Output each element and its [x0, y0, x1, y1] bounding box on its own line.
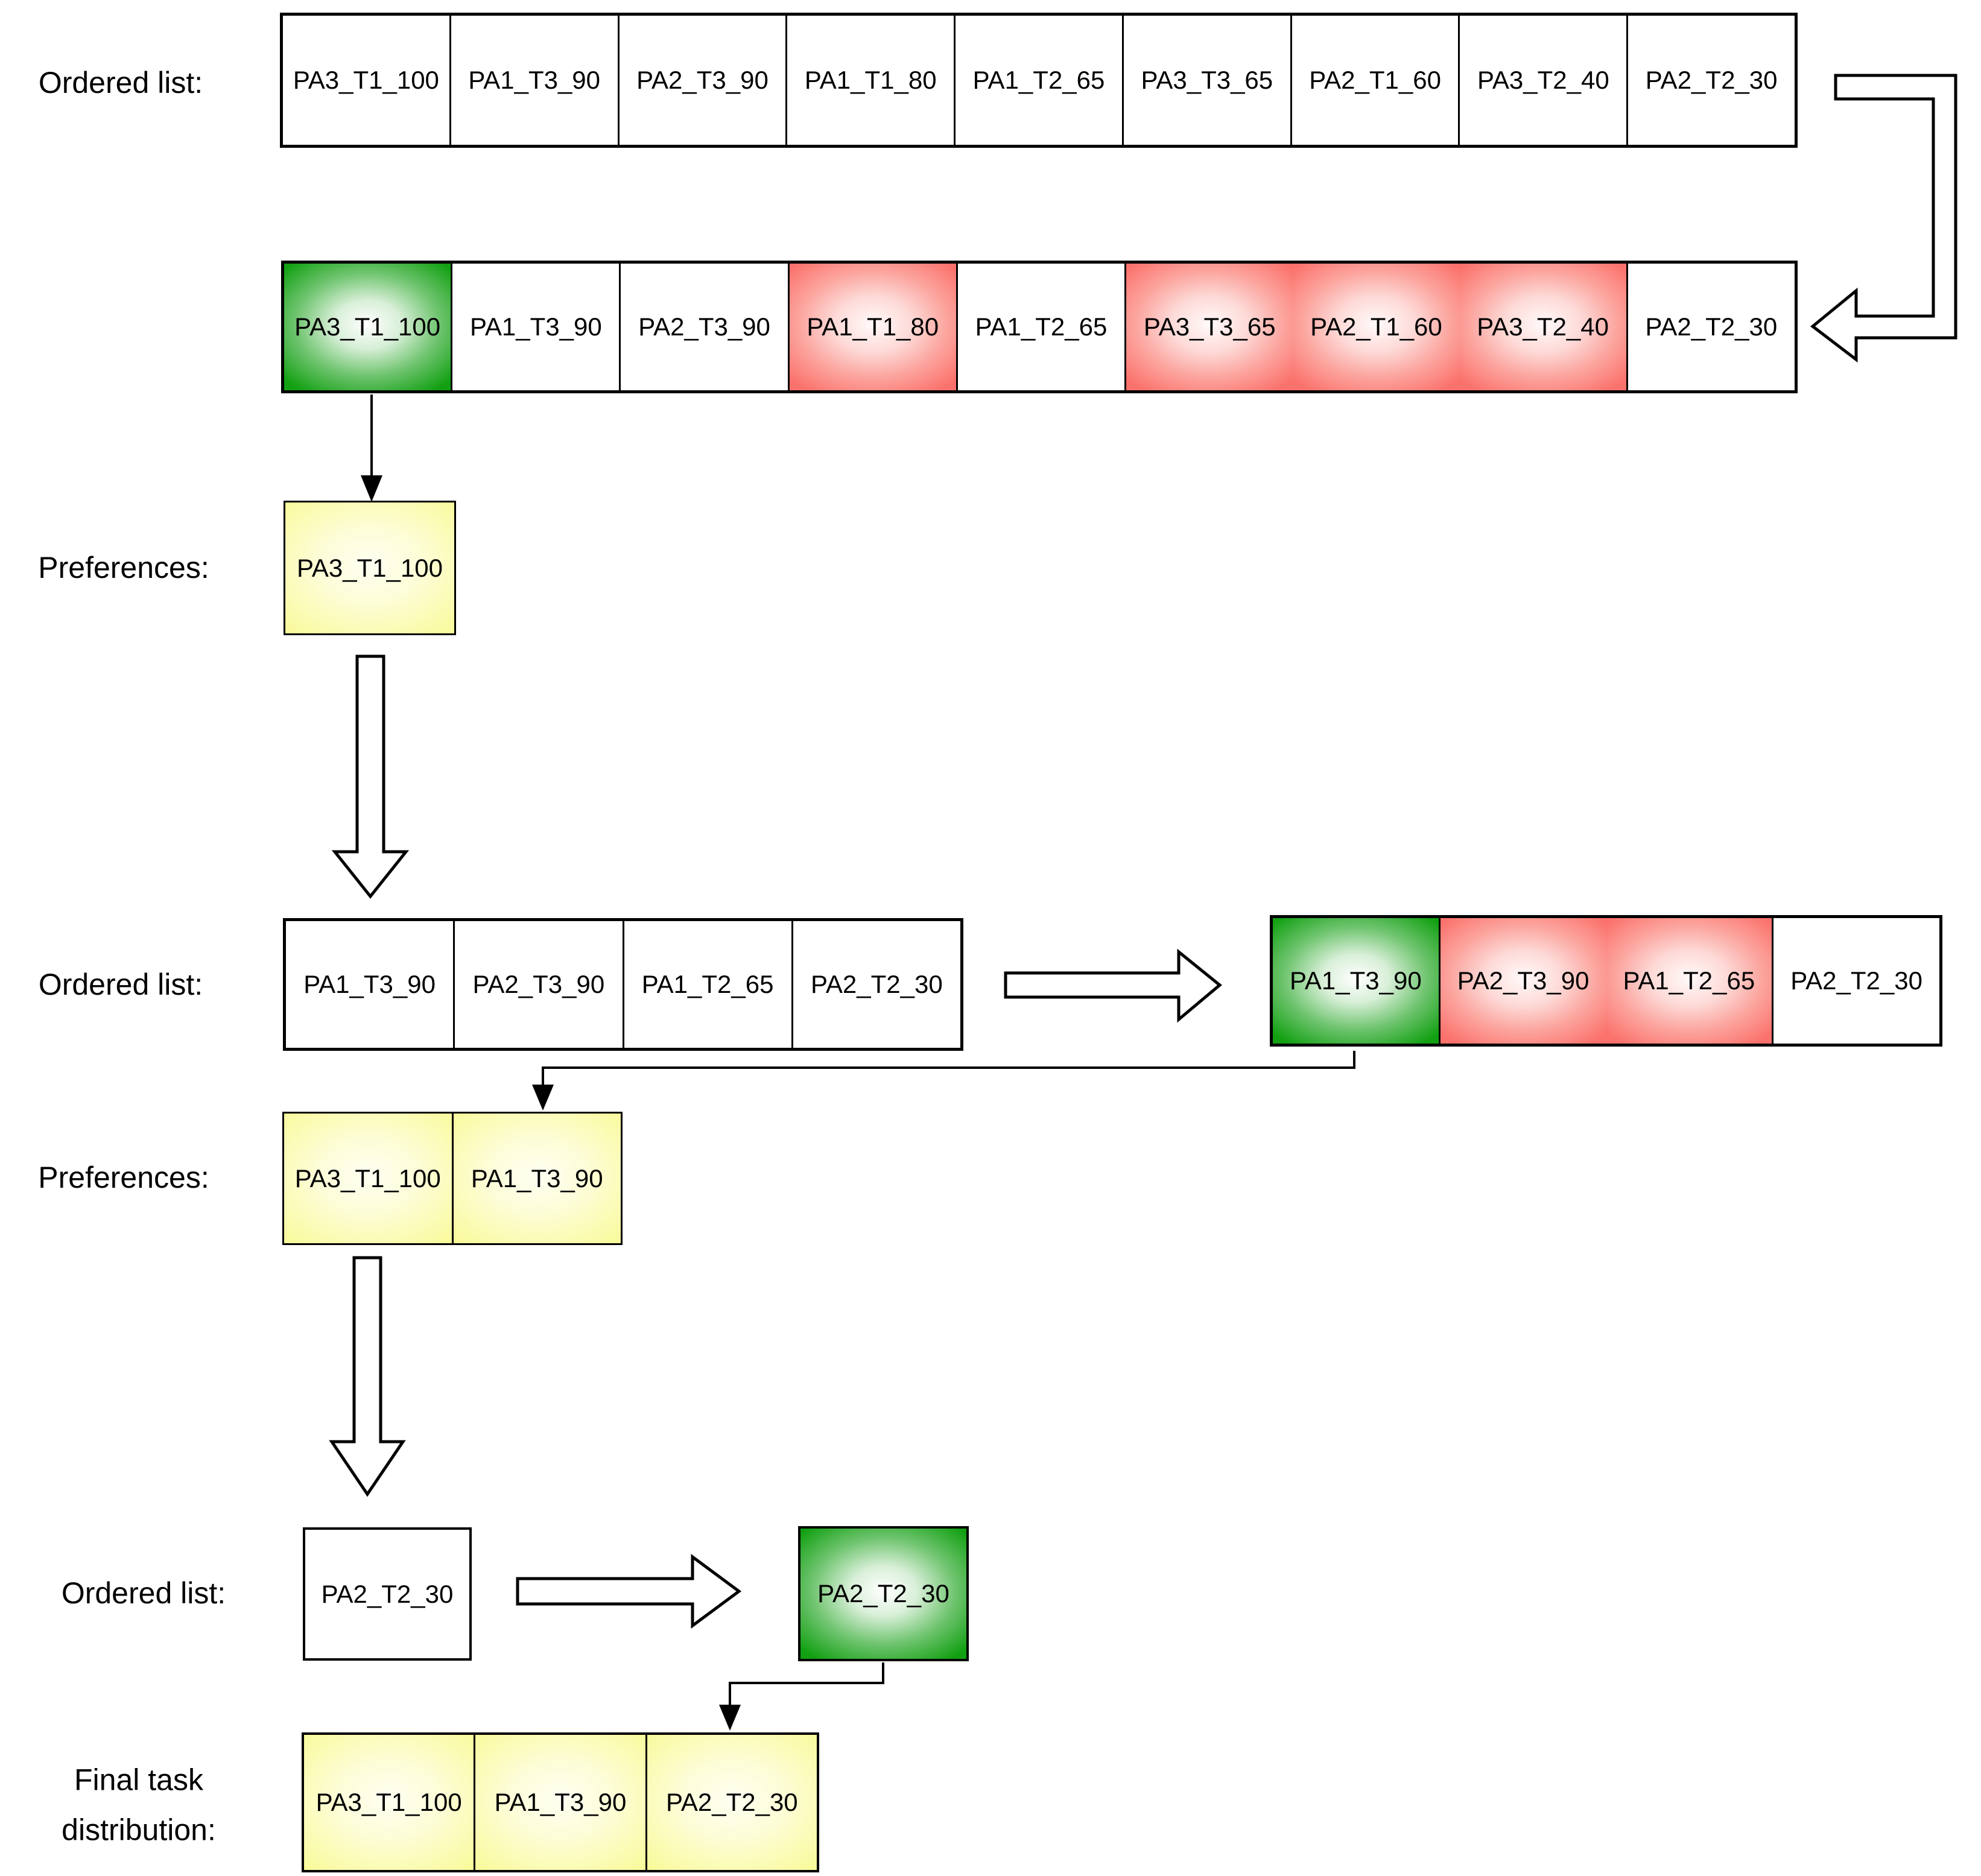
final-distribution-label-line2: distribution:: [62, 1813, 216, 1846]
preferences-2-row: PA3_T1_100 PA1_T3_90: [282, 1112, 623, 1245]
elbow-connector-2-arrowhead: [532, 1085, 554, 1111]
elbow-connector-3: [729, 1662, 884, 1706]
list-cell: PA1_T3_90: [449, 16, 618, 145]
ordered-list-3-row: PA2_T2_30: [303, 1527, 472, 1661]
list-cell: PA1_T2_65: [954, 16, 1122, 145]
down-connector-1-arrowhead: [361, 475, 382, 502]
ordered-list-1-row: PA3_T1_100 PA1_T3_90 PA2_T3_90 PA1_T1_80…: [280, 13, 1798, 148]
preferences-1-label: Preferences:: [38, 550, 209, 585]
list-cell: PA2_T3_90: [453, 921, 623, 1048]
list-cell: PA2_T2_30: [305, 1530, 469, 1658]
ordered-list-1-marked-row: PA3_T1_100 PA1_T3_90 PA2_T3_90 PA1_T1_80…: [281, 261, 1798, 393]
preference-cell: PA3_T1_100: [285, 502, 454, 633]
list-cell: PA2_T2_30: [791, 921, 960, 1048]
list-cell: PA2_T2_30: [1772, 918, 1939, 1044]
final-distribution-label-line1: Final task: [74, 1763, 203, 1797]
preferences-2-label: Preferences:: [38, 1160, 209, 1194]
ordered-list-2-marked-row: PA1_T3_90 PA2_T3_90 PA1_T2_65 PA2_T2_30: [1270, 915, 1942, 1047]
right-block-arrow-2: [516, 1554, 742, 1629]
ordered-list-3-marked-row: PA2_T2_30: [798, 1526, 969, 1661]
list-cell: PA3_T3_65: [1121, 16, 1290, 145]
list-cell: PA3_T2_40: [1458, 16, 1627, 145]
list-cell: PA2_T3_90: [617, 16, 786, 145]
big-down-arrow-1: [331, 654, 410, 899]
list-cell-removed: PA2_T1_60: [1293, 264, 1460, 390]
list-cell: PA1_T3_90: [286, 921, 454, 1048]
list-cell-kept: PA1_T3_90: [1273, 918, 1439, 1044]
final-distribution-row: PA3_T1_100 PA1_T3_90 PA2_T2_30: [302, 1732, 819, 1872]
preference-cell: PA3_T1_100: [284, 1114, 452, 1243]
final-cell: PA3_T1_100: [304, 1735, 474, 1870]
list-cell-removed: PA3_T2_40: [1459, 264, 1626, 390]
elbow-connector-3-arrowhead: [719, 1705, 741, 1731]
list-cell-kept: PA3_T1_100: [284, 264, 451, 390]
ordered-list-2-label: Ordered list:: [38, 967, 203, 1001]
right-block-arrow-1: [1004, 948, 1222, 1023]
list-cell-removed: PA3_T3_65: [1124, 264, 1293, 390]
list-cell-removed: PA1_T2_65: [1606, 918, 1772, 1044]
final-cell: PA2_T2_30: [645, 1735, 817, 1870]
list-cell-kept: PA2_T2_30: [800, 1529, 966, 1659]
ordered-list-1-label: Ordered list:: [38, 65, 203, 100]
preference-cell: PA1_T3_90: [451, 1114, 621, 1243]
final-cell: PA1_T3_90: [474, 1735, 645, 1870]
list-cell: PA1_T1_80: [785, 16, 954, 145]
list-cell: PA2_T2_30: [1626, 16, 1795, 145]
return-elbow-arrow: [1810, 74, 1957, 363]
list-cell: PA2_T1_60: [1290, 16, 1459, 145]
elbow-connector-2: [542, 1051, 1355, 1086]
list-cell: PA1_T2_65: [956, 264, 1125, 390]
big-down-arrow-2: [329, 1256, 406, 1497]
list-cell-removed: PA2_T3_90: [1438, 918, 1606, 1044]
list-cell: PA1_T3_90: [451, 264, 620, 390]
ordered-list-3-label: Ordered list:: [61, 1576, 226, 1610]
list-cell: PA2_T3_90: [619, 264, 788, 390]
list-cell: PA3_T1_100: [283, 16, 449, 145]
final-distribution-label: Final task distribution:: [62, 1755, 216, 1855]
list-cell: PA2_T2_30: [1626, 264, 1795, 390]
preferences-1-row: PA3_T1_100: [284, 501, 456, 635]
list-cell-removed: PA1_T1_80: [787, 264, 956, 390]
ordered-list-2-row: PA1_T3_90 PA2_T3_90 PA1_T2_65 PA2_T2_30: [283, 918, 963, 1051]
list-cell: PA1_T2_65: [622, 921, 791, 1048]
